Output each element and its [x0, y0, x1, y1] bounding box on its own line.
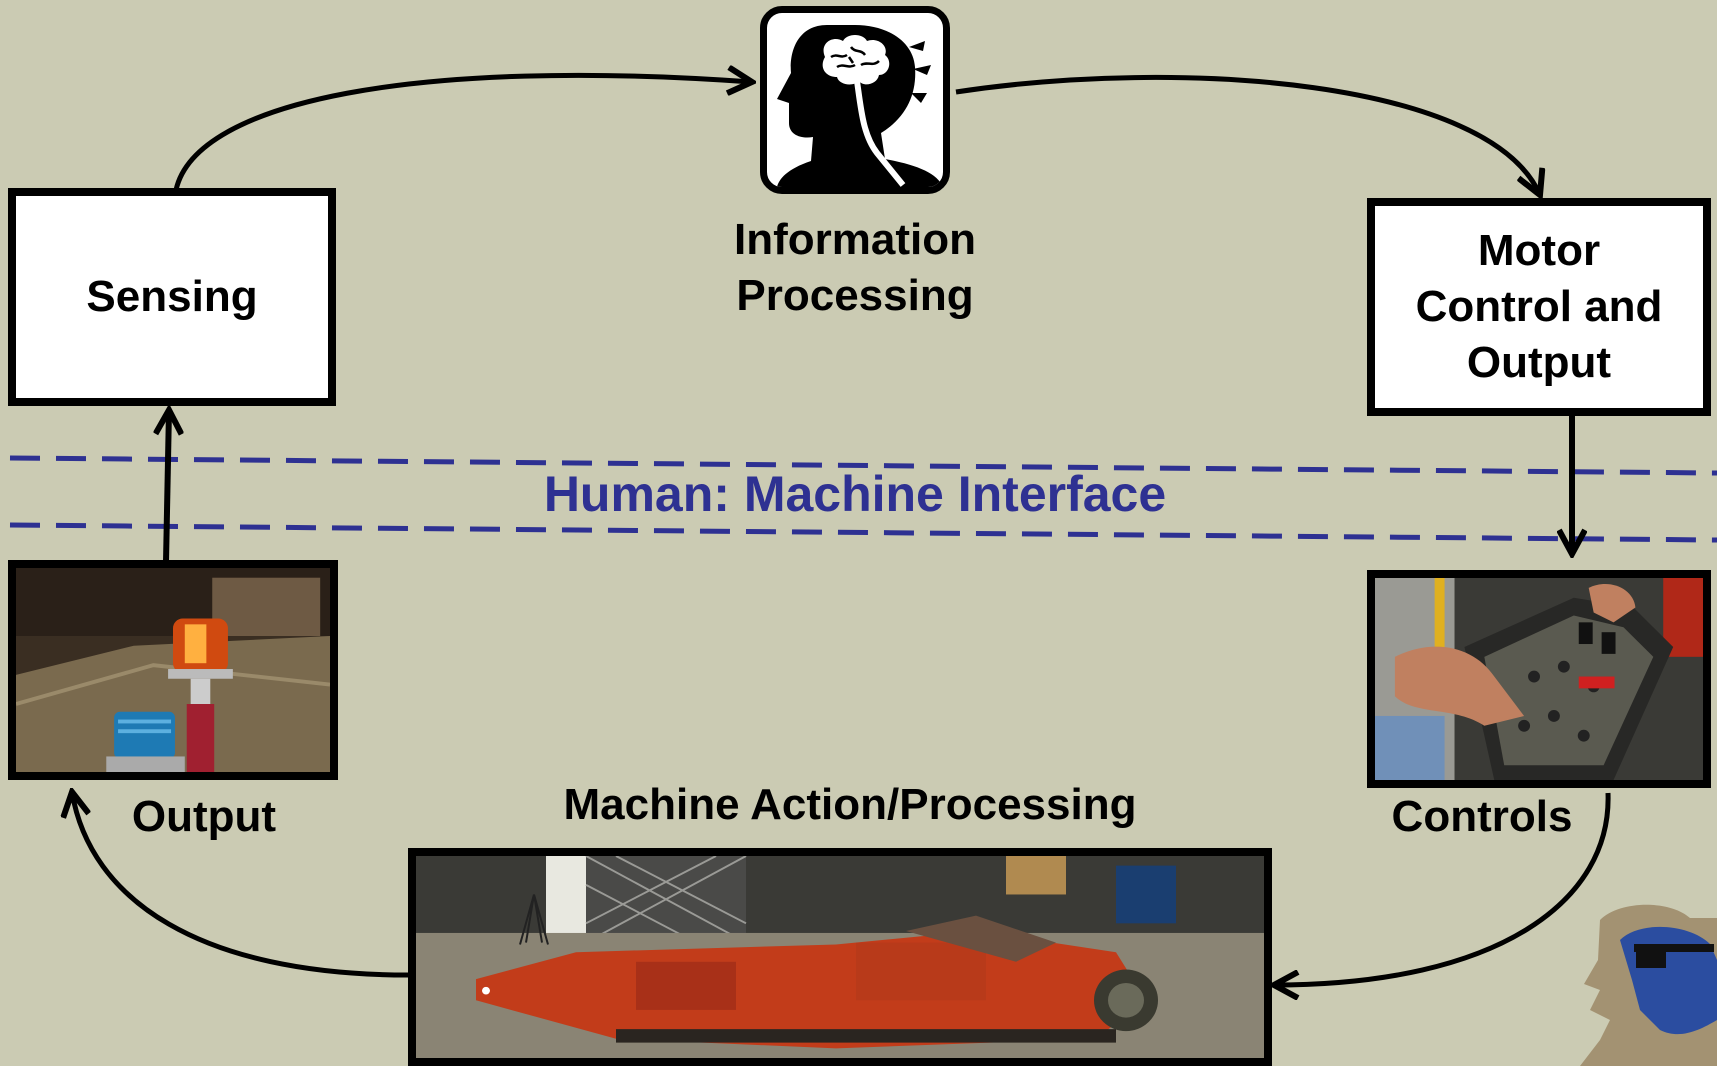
- mining-machine-image: [416, 856, 1264, 1058]
- beacon-lights-image: [16, 568, 330, 772]
- output-label: Output: [131, 792, 277, 841]
- information-processing-label: Information Processing: [700, 212, 1010, 324]
- output-photo: [8, 560, 338, 780]
- arrow-processing-to-motor: [955, 74, 1540, 195]
- head-silhouette: [777, 25, 943, 187]
- machine-photo: [408, 848, 1272, 1066]
- controls-photo: [1367, 570, 1711, 788]
- interface-upper-dashed-line: [9, 455, 1717, 476]
- miner-silhouette-logo: [1580, 904, 1717, 1066]
- information-processing-line2: Processing: [736, 271, 974, 320]
- arrow-output-to-sensing: [166, 410, 169, 563]
- motor-control-line3: Output: [1466, 338, 1612, 387]
- motor-control-line1: Motor: [1477, 226, 1601, 275]
- sensing-box: Sensing: [8, 188, 336, 406]
- arrow-machine-to-output: [72, 792, 409, 978]
- controls-label: Controls: [1391, 792, 1573, 841]
- remote-control-image: [1375, 578, 1703, 780]
- interface-lower-dashed-line: [9, 522, 1717, 543]
- arrow-sensing-to-processing: [173, 75, 752, 191]
- motor-control-box: Motor Control and Output: [1367, 198, 1711, 416]
- information-processing-line1: Information: [734, 215, 976, 264]
- sensing-label: Sensing: [86, 272, 258, 321]
- interface-label: Human: Machine Interface: [543, 466, 1167, 522]
- machine-action-label: Machine Action/Processing: [563, 780, 1137, 829]
- head-brain-icon: [760, 6, 950, 194]
- motor-control-line2: Control and: [1415, 282, 1663, 331]
- arrow-controls-to-machine: [1274, 792, 1611, 985]
